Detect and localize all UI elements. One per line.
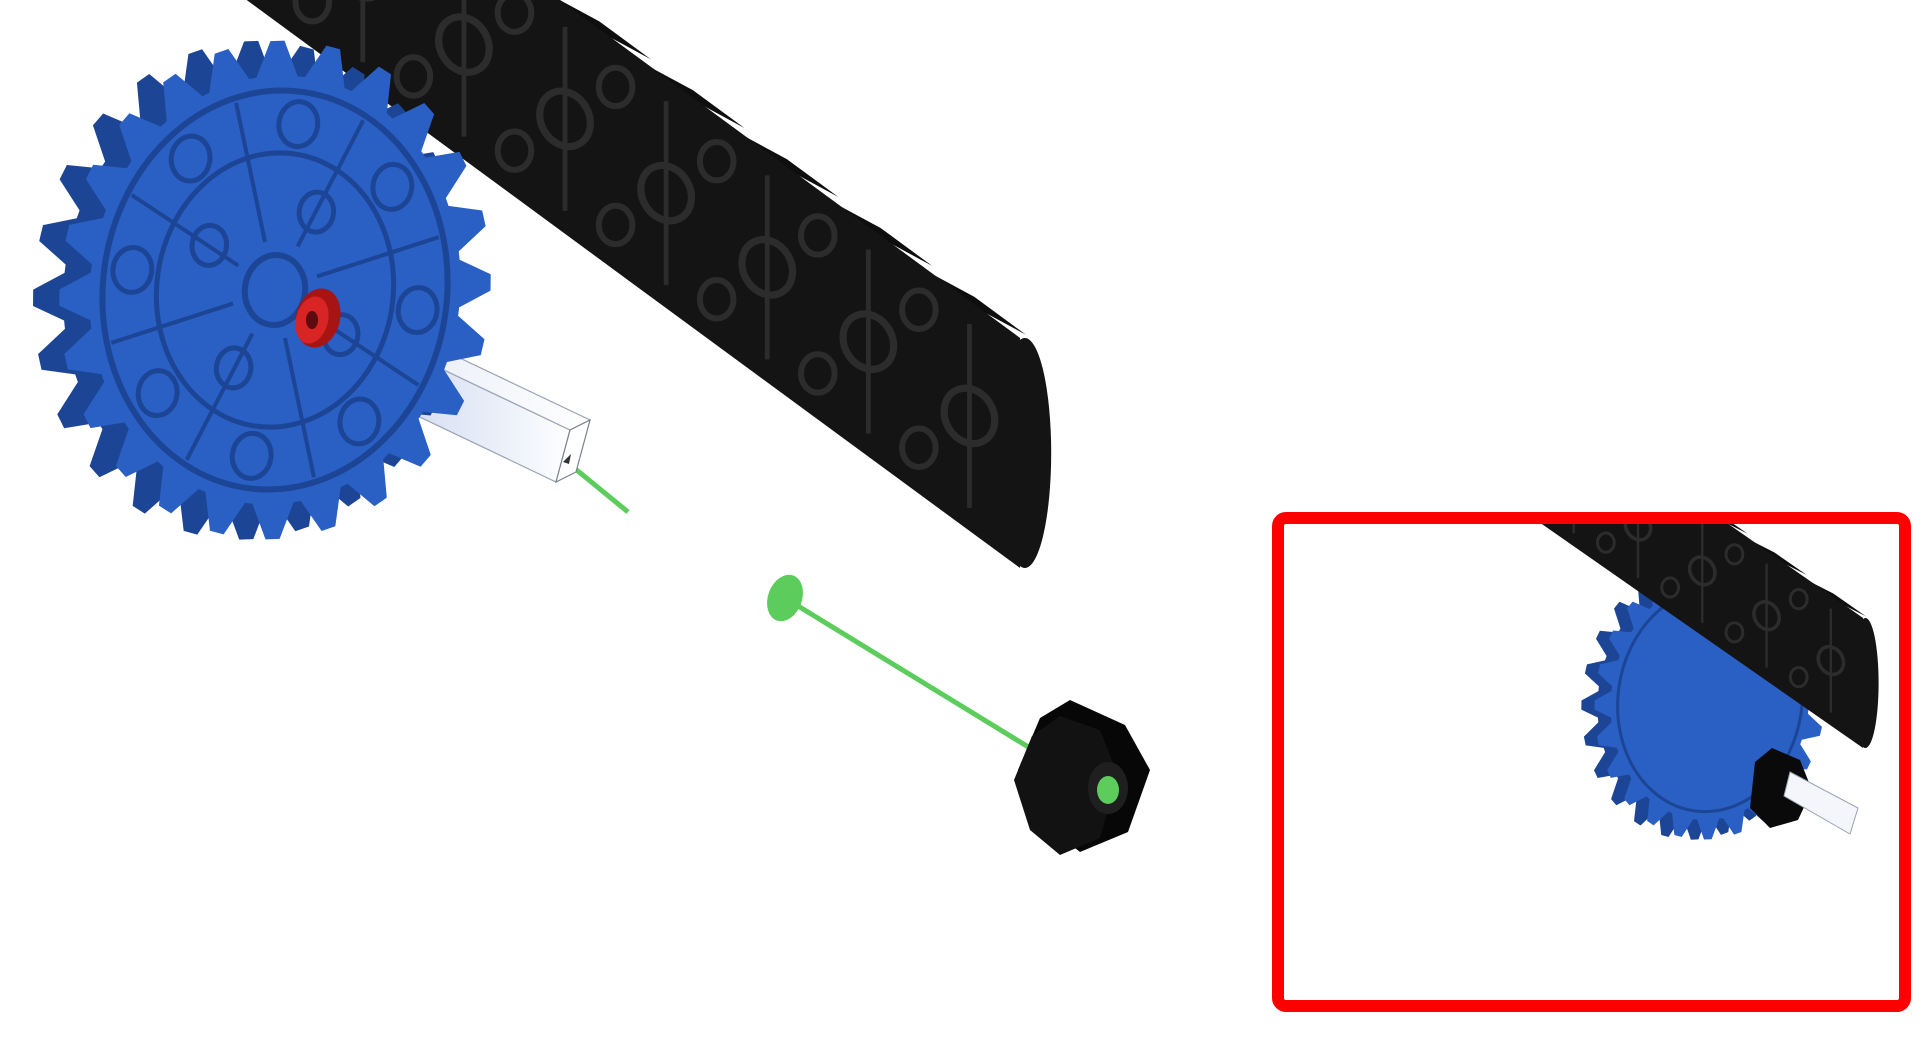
gear-inner-hole	[296, 189, 337, 235]
beam-hole	[1299, 283, 1334, 320]
beam-end-cap	[1852, 618, 1879, 748]
shaft-collar	[1014, 700, 1150, 855]
beam-small-hole	[1533, 410, 1550, 429]
beam-hole	[940, 384, 999, 448]
beam-small-hole	[1533, 488, 1550, 507]
gear-spoke	[130, 193, 240, 268]
beam-small-hole	[696, 139, 737, 184]
beam-hole	[1623, 524, 1653, 542]
beam-small-hole	[1788, 588, 1809, 611]
guide-line-collar	[783, 595, 1032, 751]
gear-spoke	[295, 119, 366, 248]
collar-front	[1014, 716, 1118, 855]
beam-small-hole	[292, 0, 333, 25]
beam-hole	[1752, 600, 1782, 632]
beam-hole	[738, 236, 797, 299]
beam-small-hole	[1469, 365, 1486, 384]
beam-front-face	[1541, 524, 1863, 748]
gear-rim	[99, 87, 451, 493]
beam-small-hole	[1724, 543, 1745, 566]
gear-hole	[110, 245, 155, 295]
beam-small-hole	[1597, 455, 1614, 474]
gear-hub	[241, 252, 309, 328]
rubber-band-retainer	[295, 288, 341, 348]
inset-shaft-end	[1783, 771, 1859, 835]
retainer-hole	[306, 311, 318, 329]
beam-small-hole	[494, 0, 535, 35]
beam-hole	[1556, 463, 1591, 500]
beam-ridge	[1453, 333, 1512, 369]
beam-end-cap	[998, 338, 1052, 568]
beam-hole	[1492, 418, 1527, 455]
gear-spoke	[234, 102, 267, 243]
beam-hole	[1428, 373, 1463, 410]
beam-hole	[1816, 644, 1846, 677]
beam-small-hole	[1469, 443, 1486, 462]
beam-small-hole	[1724, 621, 1745, 644]
beam-small-hole	[797, 213, 838, 258]
gear-hole	[168, 133, 213, 184]
gear-hole	[395, 285, 440, 335]
beam-ridge	[1275, 209, 1334, 245]
beam-ridge	[1571, 415, 1630, 451]
collar-hole-marker	[1097, 776, 1119, 804]
beam-small-hole	[1405, 320, 1422, 339]
beam-small-hole	[1660, 576, 1681, 599]
beam-small-hole	[899, 287, 939, 332]
gear-hole	[276, 99, 321, 150]
gear-spoke	[283, 337, 316, 478]
shaft-end	[555, 418, 591, 484]
beam-front-face	[246, 0, 1020, 568]
gear-hole	[370, 161, 415, 212]
beam-small-hole	[1340, 276, 1357, 295]
beam-small-hole	[1788, 666, 1809, 689]
beam-hole	[435, 13, 493, 76]
beam-small-hole	[797, 351, 838, 396]
beam-small-hole	[1595, 531, 1616, 554]
beam-small-hole	[393, 54, 434, 99]
assembled-view-icon	[1275, 209, 1879, 840]
beam-ridge	[1334, 251, 1393, 287]
beam-hole	[637, 161, 696, 225]
gear-inner-hole	[213, 345, 254, 391]
assembled-view-inset	[1272, 209, 1911, 1012]
beam	[246, 0, 1052, 568]
gear-spoke	[184, 332, 255, 461]
gear-hole	[229, 430, 274, 481]
beam-ridge	[1512, 374, 1571, 410]
gear-hole	[337, 396, 382, 447]
gear-body	[33, 40, 491, 540]
inset-collar	[1750, 748, 1812, 828]
beam-small-hole	[696, 277, 737, 322]
gear	[33, 40, 491, 540]
beam-hole	[1363, 328, 1398, 365]
beam-small-hole	[494, 128, 535, 173]
beam-small-hole	[1405, 398, 1422, 417]
beam-small-hole	[595, 202, 636, 248]
gear-inner-ring	[153, 150, 397, 430]
beam-small-hole	[1340, 354, 1357, 373]
beam-small-hole	[595, 64, 636, 110]
beam-hole	[1687, 555, 1717, 587]
gear-inner-hole	[189, 222, 230, 268]
beam-ridge	[1728, 524, 1748, 534]
beam-ridge	[1393, 292, 1452, 328]
shaft-end-mark	[563, 454, 571, 464]
inset-frame	[1272, 512, 1911, 1012]
gear-spoke	[110, 301, 234, 345]
beam-small-hole	[899, 425, 939, 470]
beam-hole-marker	[767, 574, 803, 622]
beam-ridge	[1630, 457, 1689, 493]
gear-hole	[135, 368, 180, 419]
gear-spoke	[316, 235, 440, 279]
beam-hole	[536, 87, 594, 151]
beam-hole	[839, 310, 898, 373]
